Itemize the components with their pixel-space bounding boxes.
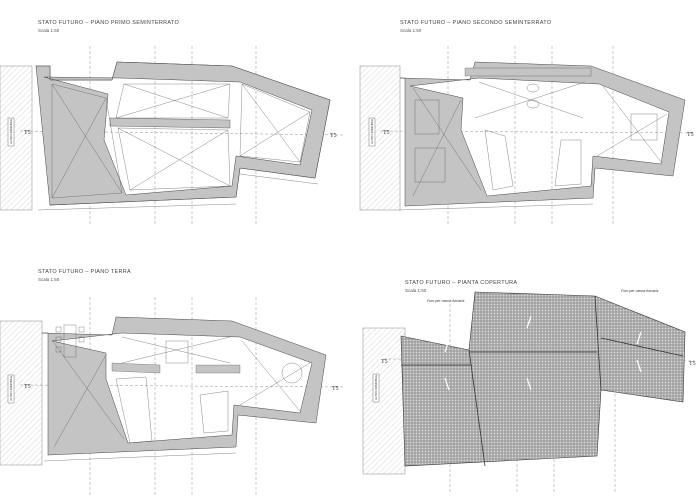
plan-scale: Scala 1:50: [400, 28, 422, 33]
section-marker-right: T5: [330, 133, 337, 139]
plan-title: STATO FUTURO – PIANTA COPERTURA: [405, 280, 518, 286]
plan-title: STATO FUTURO – PIANO TERRA: [38, 269, 131, 275]
section-marker-left: T5: [24, 384, 31, 390]
section-marker-left: T5: [381, 359, 388, 365]
plan-scale: Scala 1:50: [405, 288, 427, 293]
section-marker-right: T5: [687, 132, 694, 138]
annotation-chimney-hole: Foro per canna fumaria: [621, 289, 658, 293]
plan-title: STATO FUTURO – PIANO SECONDO SEMINTERRAT…: [400, 20, 552, 26]
floor-plan-drawing: ALTRO IMMOBILE T5 T5: [0, 46, 346, 225]
adjacent-building-hatch: [359, 65, 401, 211]
side-label: ALTRO IMMOBILE: [374, 375, 378, 400]
section-marker-right: T5: [689, 361, 696, 367]
adjacent-building-hatch: [0, 320, 43, 466]
plan-copertura: STATO FUTURO – PIANTA COPERTURA Scala 1:…: [355, 270, 700, 502]
adjacent-building-hatch: [362, 327, 406, 475]
section-marker-left: T5: [24, 130, 31, 136]
annotation-chimney-hole: Foro per canna fumaria: [427, 299, 464, 303]
side-label: ALTRO IMMOBILE: [9, 376, 13, 401]
plan-primo-seminterrato: STATO FUTURO – PIANO PRIMO SEMINTERRATO …: [0, 0, 350, 250]
side-label: ALTRO IMMOBILE: [9, 119, 13, 144]
floor-plan-drawing: ALTRO IMMOBILE T5 T5: [0, 297, 346, 495]
side-label: ALTRO IMMOBILE: [370, 119, 374, 144]
roof-surface: [400, 291, 686, 467]
plan-secondo-seminterrato: STATO FUTURO – PIANO SECONDO SEMINTERRAT…: [355, 0, 700, 250]
plan-scale: Scala 1:50: [38, 277, 60, 282]
plan-title: STATO FUTURO – PIANO PRIMO SEMINTERRATO: [38, 20, 180, 26]
adjacent-building-hatch: [0, 65, 33, 211]
plan-scale: Scala 1:50: [38, 28, 60, 33]
section-marker-right: T5: [332, 386, 339, 392]
roof-plan-drawing: ALTRO IMMOBILE Foro per canna fumaria Fo…: [362, 289, 696, 492]
section-marker-left: T5: [383, 130, 390, 136]
floor-plan-drawing: ALTRO IMMOBILE T5 T5: [359, 46, 696, 225]
plan-terra: STATO FUTURO – PIANO TERRA Scala 1:50 AL…: [0, 255, 350, 502]
